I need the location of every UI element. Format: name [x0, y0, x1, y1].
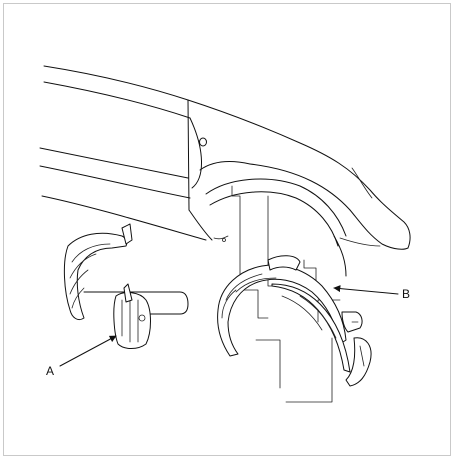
- callout-arrows: [59, 285, 399, 367]
- wheel-arch: [205, 178, 347, 277]
- vehicle-fender: [39, 65, 411, 250]
- callout-a-label: A: [46, 364, 54, 378]
- callout-b-arrow: [333, 285, 399, 295]
- callout-a-arrow: [59, 335, 117, 367]
- callout-b-label: B: [402, 287, 410, 301]
- diagram-frame: [3, 3, 451, 456]
- liner-part-b: [217, 255, 372, 387]
- liner-part-a: [63, 223, 189, 349]
